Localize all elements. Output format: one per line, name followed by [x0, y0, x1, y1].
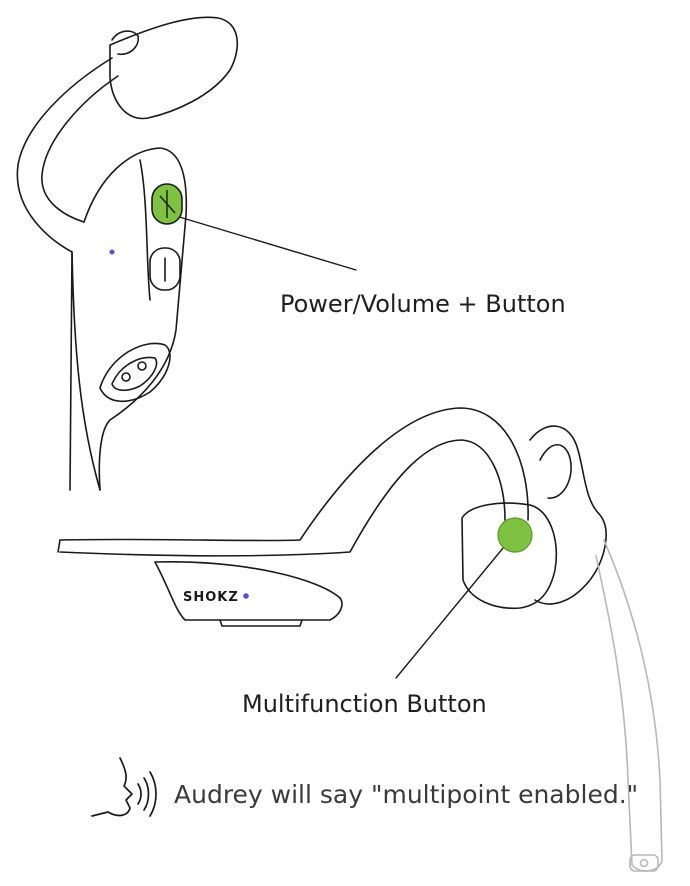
- headset-side-view: [16, 16, 238, 491]
- multifunction-button: [497, 517, 533, 553]
- logo-dot: [243, 593, 249, 599]
- voice-prompt-text: Audrey will say "multipoint enabled.": [174, 780, 639, 809]
- power-button-leader-line: [175, 215, 357, 271]
- headset-front-view: [57, 407, 663, 872]
- speaking-head-icon: [91, 757, 157, 817]
- power-volume-button-label: Power/Volume + Button: [280, 290, 566, 318]
- multifunction-leader-line: [395, 541, 509, 679]
- led-indicator: [109, 249, 115, 255]
- brand-logo: SHOKZ: [183, 590, 239, 605]
- power-volume-plus-button: [151, 183, 183, 225]
- multifunction-button-label: Multifunction Button: [242, 690, 487, 718]
